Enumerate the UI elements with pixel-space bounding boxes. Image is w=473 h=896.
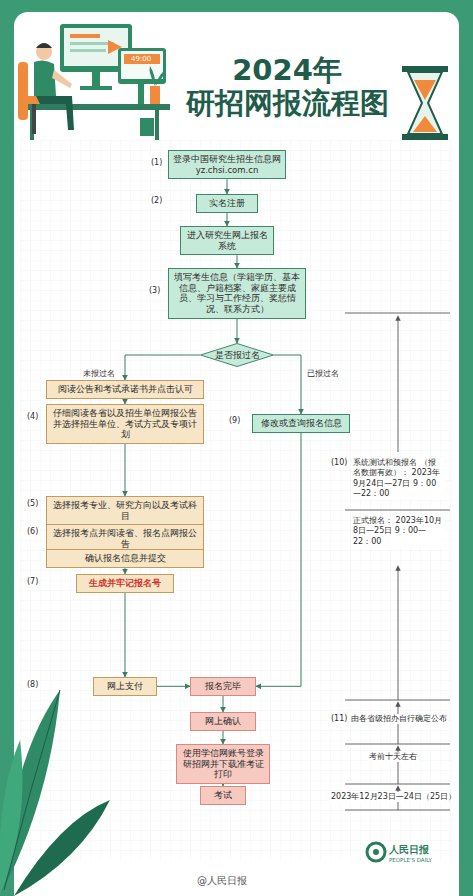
node-text: 选择报考专业、研究方向以及考试科目: [51, 500, 199, 521]
note-text: 系统测试和预报名 （报名数据有效）： 2023年9月24日—27日 9：00—2…: [352, 458, 444, 500]
node-text: 使用学信网账号登录研招网并下载准考证打印: [181, 748, 265, 780]
callout-number: (6): [26, 527, 39, 537]
node-text: 网上支付: [98, 681, 152, 692]
flow-arrow: [237, 255, 238, 268]
node-text: 是否报过名: [215, 350, 260, 361]
note-text: 人民日报: [388, 843, 430, 856]
note-text: 考前十天左右: [368, 752, 418, 762]
callout-number: (8): [26, 680, 39, 690]
process-box: 修改或查询报名信息: [252, 414, 350, 433]
callout-number: (3): [148, 286, 161, 296]
callout-number: (1): [150, 158, 163, 168]
flow-arrow: [223, 731, 224, 744]
grid-paper: [20, 140, 453, 860]
leaf-decoration: [0, 690, 110, 896]
flow-arrow: [256, 433, 301, 687]
callout-number: (9): [228, 416, 241, 426]
process-box: 网上支付: [93, 677, 157, 696]
node-text: 确认报名信息并提交: [51, 553, 199, 564]
process-box: 报名完毕: [190, 677, 256, 696]
note-text: 49:00: [130, 55, 152, 64]
node-text: 修改或查询报名信息: [257, 418, 345, 429]
callout-number: (7): [26, 577, 39, 587]
note-text: 由各省级招办自行确定公布: [350, 714, 448, 724]
flow-arrow: [227, 213, 228, 226]
note-text: PEOPLE'S DAILY: [388, 857, 433, 864]
hourglass-icon: [402, 66, 448, 140]
node-text: 仔细阅读各省以及招生单位网报公告并选择招生单位、考试方式及专项计划: [51, 408, 199, 440]
edge-label: 已报过名: [306, 368, 340, 379]
node-text: 生成并牢记报名号: [81, 578, 169, 589]
process-box: 选择报考专业、研究方向以及考试科目: [46, 496, 204, 525]
node-text: 网上确认: [195, 716, 251, 727]
flow-arrow: [125, 593, 126, 677]
node-text: 进入研究生网上报名系统: [185, 230, 269, 251]
note-text: @人民日报: [196, 874, 248, 887]
process-box: 进入研究生网上报名系统: [180, 226, 274, 255]
process-box: 生成并牢记报名号: [76, 574, 174, 593]
process-box: 确认报名信息并提交: [46, 549, 204, 568]
process-box: 阅读公告和考试承诺书并点击认可: [46, 380, 204, 399]
flow-arrow: [227, 179, 228, 194]
process-box: 使用学信网账号登录研招网并下载准考证打印: [176, 744, 270, 784]
flow-arrow: [125, 444, 126, 496]
callout-number: (4): [26, 412, 39, 422]
process-box: 网上确认: [190, 712, 256, 731]
node-text: 填写考生信息（学籍学历、基本信息、户籍档案、家庭主要成员、学习与工作经历、奖惩情…: [173, 272, 301, 315]
process-box: 考试: [200, 786, 246, 805]
flow-arrow: [237, 319, 238, 344]
callout-number: (10): [330, 458, 348, 468]
process-box: 实名注册: [196, 194, 258, 213]
flow-arrow: [157, 686, 190, 687]
node-text: 选择报考点并阅读省、报名点网报公告: [51, 528, 199, 549]
process-box: 仔细阅读各省以及招生单位网报公告并选择招生单位、考试方式及专项计划: [46, 404, 204, 444]
note-text: 正式报名： 2023年10月8日—25日 9：00—22：00: [352, 516, 444, 547]
note-text: 2023年12月23日—24日（25日）: [330, 792, 457, 802]
flow-arrow: [274, 355, 301, 414]
desk-illustration: [18, 24, 170, 140]
timeline-lines: [345, 313, 450, 810]
callout-number: (5): [26, 499, 39, 509]
process-box: 登录中国研究生招生信息网 yz.chsi.com.cn: [168, 150, 286, 179]
process-box: 填写考生信息（学籍学历、基本信息、户籍档案、家庭主要成员、学习与工作经历、奖惩情…: [168, 268, 306, 319]
callout-number: (11): [330, 714, 348, 724]
node-text: 报名完毕: [195, 681, 251, 692]
flow-arrow: [125, 355, 200, 380]
decision-diamond: 是否报过名: [200, 343, 274, 367]
node-text: 登录中国研究生招生信息网 yz.chsi.com.cn: [173, 154, 281, 175]
callout-number: (2): [150, 196, 163, 206]
node-text: 实名注册: [201, 198, 253, 209]
node-text: 阅读公告和考试承诺书并点击认可: [51, 384, 199, 395]
poster-title: 2024年 研招网报流程图: [180, 54, 394, 121]
node-text: 考试: [205, 790, 241, 801]
flow-arrow: [223, 696, 224, 712]
logo-mark: [367, 843, 385, 861]
edge-label: 未报过名: [82, 368, 116, 379]
